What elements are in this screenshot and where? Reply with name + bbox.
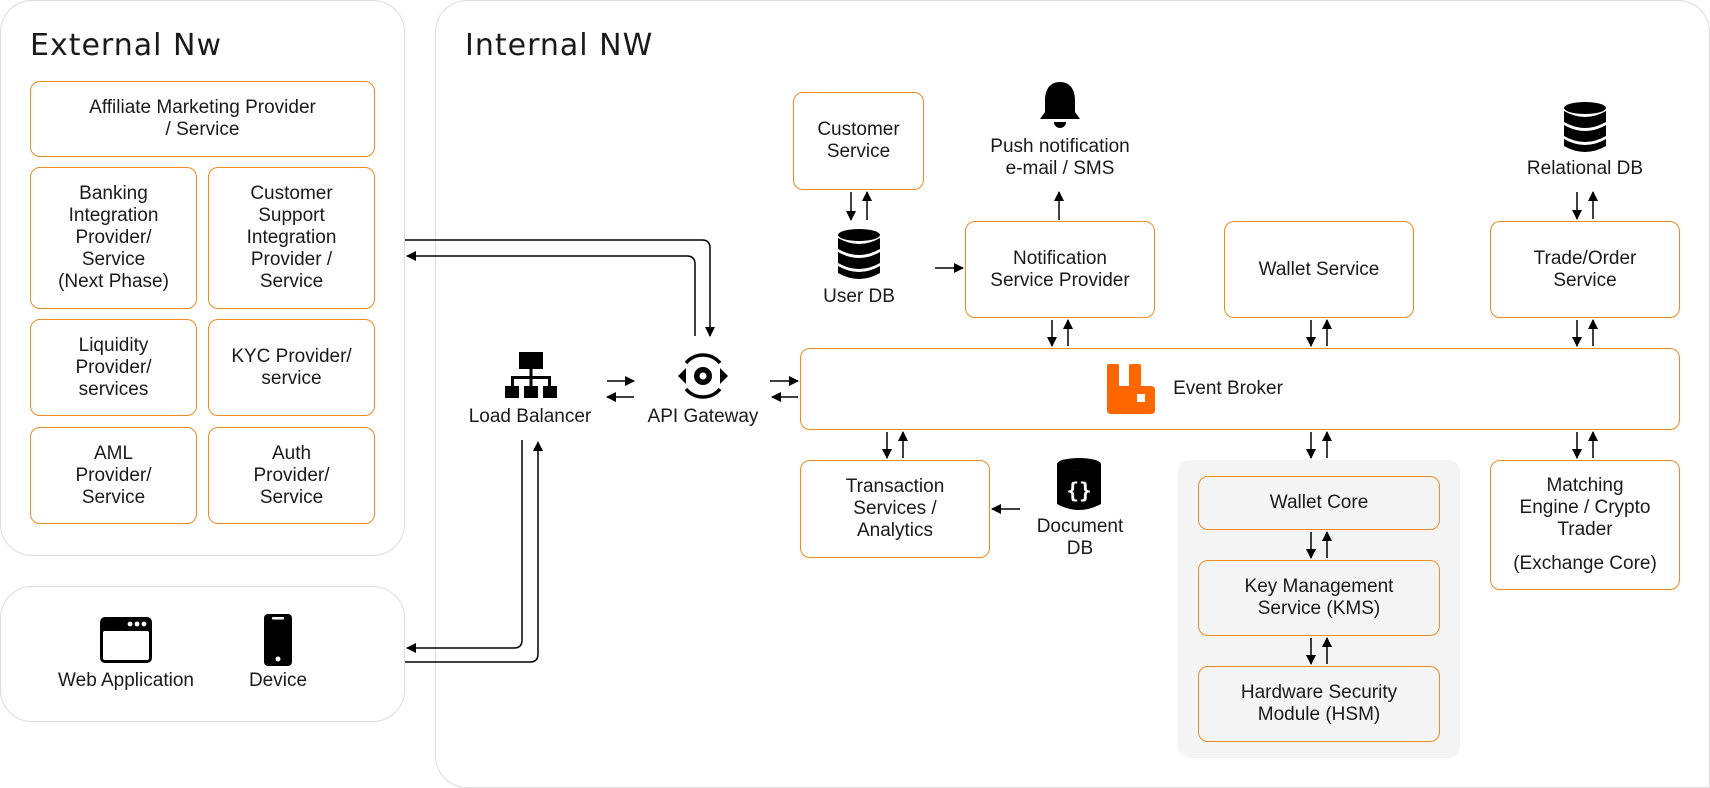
relational-db-label: Relational DB [1526, 158, 1644, 179]
api-gateway-icon [678, 353, 728, 399]
transaction-services-box[interactable]: Transaction Services / Analytics [800, 460, 990, 558]
customer-service-box[interactable]: Customer Service [793, 92, 924, 190]
aml-provider-box[interactable]: AML Provider/ Service [30, 427, 197, 524]
kyc-provider-box[interactable]: KYC Provider/ service [208, 319, 375, 416]
external-network-title: External Nw [30, 28, 222, 63]
document-db-icon: {} [1057, 458, 1101, 510]
rabbitmq-icon [1107, 364, 1156, 414]
svg-text:{}: {} [1066, 479, 1091, 503]
trade-order-service-box[interactable]: Trade/Order Service [1490, 221, 1680, 318]
exchange-core-label: (Exchange Core) [1513, 553, 1657, 574]
matching-engine-box[interactable]: Matching Engine / Crypto Trader (Exchang… [1490, 460, 1680, 590]
notification-service-provider-box[interactable]: Notification Service Provider [965, 221, 1155, 318]
internal-network-title: Internal NW [465, 28, 654, 63]
web-application-label: Web Application [58, 670, 194, 691]
banking-integration-box[interactable]: Banking Integration Provider/ Service (N… [30, 167, 197, 309]
event-broker-box[interactable]: Event Broker [800, 348, 1680, 430]
browser-window-icon [100, 617, 152, 663]
affiliate-marketing-box[interactable]: Affiliate Marketing Provider / Service [30, 81, 375, 157]
auth-provider-box[interactable]: Auth Provider/ Service [208, 427, 375, 524]
mobile-phone-icon [264, 614, 292, 666]
customer-support-integration-box[interactable]: Customer Support Integration Provider / … [208, 167, 375, 309]
relational-db-database-icon [1564, 102, 1606, 152]
event-broker-label: Event Broker [1173, 378, 1283, 399]
hardware-security-module-box[interactable]: Hardware Security Module (HSM) [1198, 666, 1440, 742]
load-balancer-label: Load Balancer [468, 406, 592, 427]
wallet-service-box[interactable]: Wallet Service [1224, 221, 1414, 318]
api-gateway-label: API Gateway [647, 406, 759, 427]
matching-engine-label: Matching Engine / Crypto Trader [1519, 475, 1651, 540]
push-notification-label: Push notification e-mail / SMS [990, 136, 1130, 179]
device-label: Device [248, 670, 308, 691]
user-db-database-icon [838, 229, 880, 279]
wallet-core-box[interactable]: Wallet Core [1198, 476, 1440, 530]
document-db-label: Document DB [1036, 516, 1124, 559]
network-hierarchy-icon [505, 352, 557, 398]
liquidity-provider-box[interactable]: Liquidity Provider/ services [30, 319, 197, 416]
client-panel [0, 586, 405, 722]
user-db-label: User DB [823, 286, 895, 307]
key-management-service-box[interactable]: Key Management Service (KMS) [1198, 560, 1440, 636]
bell-icon [1040, 82, 1080, 128]
